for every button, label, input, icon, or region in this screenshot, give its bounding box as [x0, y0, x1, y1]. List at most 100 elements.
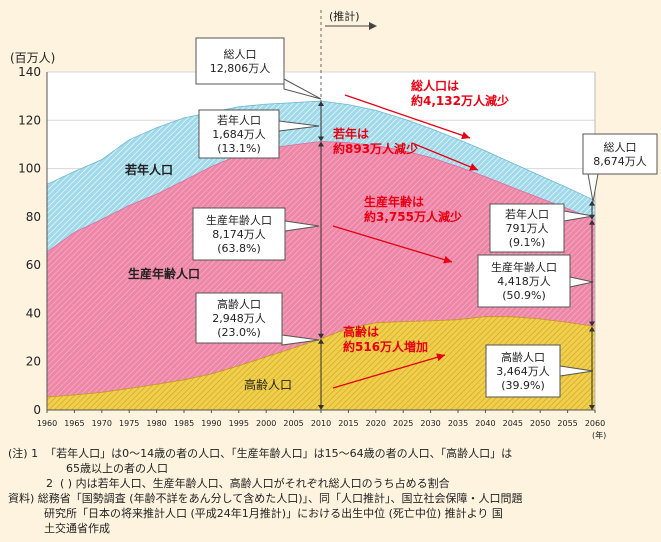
callout-2060-working-pointer	[569, 276, 594, 288]
x-axis-unit: (年)	[592, 430, 606, 440]
y-axis-unit: (百万人)	[10, 51, 55, 65]
callout-2010-elderly-pointer	[281, 334, 320, 346]
arrow-total-head	[461, 131, 470, 140]
annotation-elderly-1: 約516万人増加	[343, 339, 428, 354]
arrow-total-line	[344, 94, 471, 139]
y-tick-label-7: 140	[18, 65, 41, 79]
segment-2010-young-top	[318, 100, 324, 106]
x-tick-label-3: 1975	[119, 419, 139, 428]
callout-2060-young-pointer	[563, 210, 594, 222]
arrow-elderly-line	[332, 354, 446, 389]
segment-2060-elderly-top	[589, 326, 595, 332]
callout-2010-elderly-line-0: 高齢人口	[217, 297, 261, 311]
arrow-young-head	[469, 163, 478, 171]
callout-2060-young-line-1: 791万人	[506, 222, 549, 235]
callout-2060-elderly-line-2: (39.9%)	[501, 379, 545, 392]
y-tick-label-4: 80	[26, 210, 41, 224]
x-tick-label-16: 2040	[475, 419, 495, 428]
note-1: (注) 1 「若年人口」は0～14歳の者の人口、「生産年齢人口」は15～64歳の…	[8, 446, 656, 461]
callout-2060-total-box	[582, 133, 658, 175]
callout-2060-working-box	[477, 254, 571, 308]
callout-2060-total-line-0: 総人口	[604, 140, 637, 154]
x-tick-label-14: 2030	[420, 419, 440, 428]
x-tick-label-4: 1980	[146, 419, 166, 428]
callout-2010-working-line-0: 生産年齢人口	[206, 213, 272, 227]
callout-2060-elderly-box	[485, 344, 561, 398]
callout-2010-young-pointer	[278, 120, 320, 132]
callout-2060-young-line-0: 若年人口	[505, 207, 549, 221]
callout-2010-total-box	[195, 37, 285, 85]
x-tick-label-0: 1960	[37, 419, 57, 428]
x-tick-label-10: 2010	[311, 419, 331, 428]
segment-2060-young-bot	[589, 214, 595, 220]
segment-2010-elderly-top	[318, 338, 324, 344]
x-tick-label-6: 1990	[201, 419, 221, 428]
callout-2060-working-line-1: 4,418万人	[497, 275, 551, 288]
x-tick-label-11: 2015	[338, 419, 358, 428]
note-2: 2 ( ) 内は若年人口、生産年齢人口、高齢人口がそれぞれ総人口のうち占める割合	[8, 476, 656, 491]
annotation-young-1: 約893万人減少	[333, 141, 418, 156]
source-line-2: 研究所「日本の将来推計人口 (平成24年1月推計)」における出生中位 (死亡中位…	[44, 507, 503, 520]
source-line-1: 総務省「国勢調査 (年齢不詳をあん分して含めた人口)」、同「人口推計」、国立社会…	[37, 492, 523, 505]
x-tick-label-2: 1970	[92, 419, 112, 428]
callout-2060-young-box	[489, 203, 565, 253]
projection-label: (推計)	[329, 9, 360, 23]
note-1-cont: 65歳以上の者の人口	[66, 462, 168, 475]
area-label-young: 若年人口	[124, 162, 173, 177]
callout-2010-young-line-0: 若年人口	[217, 113, 261, 127]
segment-2060-working-top	[589, 219, 595, 225]
annotation-elderly-0: 高齢は	[343, 324, 379, 339]
callout-2060-young-line-2: (9.1%)	[509, 236, 546, 249]
projection-arrow-head	[369, 22, 377, 30]
annotation-young-0: 若年は	[332, 126, 369, 141]
callout-2010-elderly-box	[195, 292, 283, 344]
source-prefix: 資料)	[8, 492, 35, 505]
area-label-elderly: 高齢人口	[244, 377, 292, 392]
segment-2060-elderly-bot	[589, 405, 595, 410]
callout-2060-elderly-line-0: 高齢人口	[501, 350, 545, 364]
y-tick-label-3: 60	[26, 258, 41, 272]
x-tick-label-5: 1985	[174, 419, 194, 428]
x-tick-label-18: 2050	[530, 419, 550, 428]
x-tick-label-1: 1965	[64, 419, 84, 428]
y-tick-label-1: 20	[26, 355, 41, 369]
arrow-working-line	[332, 225, 453, 263]
annotation-total-1: 約4,132万人減少	[411, 93, 509, 108]
callout-2010-young-line-1: 1,684万人	[212, 128, 266, 141]
annotation-working-1: 約3,755万人減少	[364, 209, 462, 224]
segment-2060-working-bot	[589, 321, 595, 327]
note-2-text: ( ) 内は若年人口、生産年齢人口、高齢人口がそれぞれ総人口のうち占める割合	[60, 477, 450, 490]
callout-2060-total-line-1: 8,674万人	[593, 155, 647, 168]
arrow-elderly-head	[436, 353, 445, 362]
callout-2010-working-line-2: (63.8%)	[217, 242, 261, 255]
x-tick-label-8: 2000	[256, 419, 276, 428]
callout-2010-working-pointer	[284, 220, 320, 232]
source-1: 資料) 総務省「国勢調査 (年齢不詳をあん分して含めた人口)」、同「人口推計」、…	[8, 491, 656, 506]
x-tick-label-7: 1995	[229, 419, 249, 428]
callout-2010-total-line-0: 総人口	[224, 47, 257, 61]
segment-2010-working-top	[318, 141, 324, 147]
callout-2060-working-line-2: (50.9%)	[502, 289, 546, 302]
callout-2010-elderly-line-2: (23.0%)	[217, 326, 261, 339]
arrow-working-head	[443, 255, 452, 264]
y-tick-label-2: 40	[26, 306, 41, 320]
x-tick-label-12: 2020	[366, 419, 386, 428]
note-1-prefix: (注) 1	[8, 447, 39, 460]
callout-2010-young-line-2: (13.1%)	[217, 142, 261, 155]
callout-2010-total-pointer	[283, 78, 322, 100]
callout-2010-working-box	[192, 207, 286, 261]
y-tick-label-0: 0	[33, 403, 41, 417]
segment-2010-working-bot	[318, 333, 324, 339]
segment-2010-elderly-bot	[318, 405, 324, 410]
callout-2060-working-line-0: 生産年齢人口	[491, 260, 557, 274]
segment-2010-young-bot	[318, 136, 324, 142]
x-tick-label-9: 2005	[283, 419, 303, 428]
annotation-total-0: 総人口は	[411, 78, 459, 93]
